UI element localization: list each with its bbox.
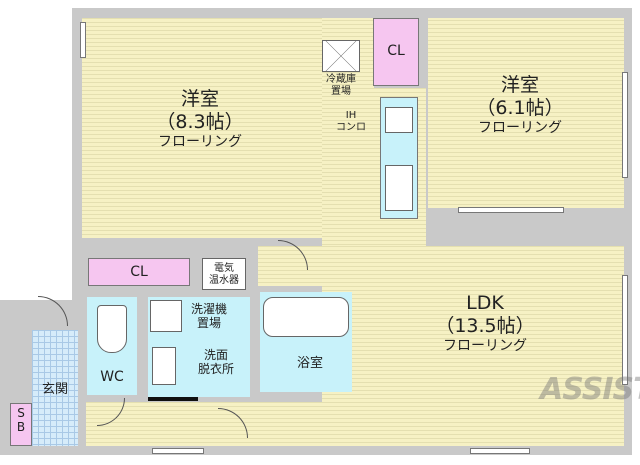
bath-label: 浴室 [296,356,323,371]
closet-left[interactable]: CL [88,258,190,286]
room-ldk [322,246,624,446]
room-size: （6.1帖） [476,96,564,119]
threshold [148,397,198,401]
assist-logo: ASSIST [540,372,640,407]
room-western-left [82,18,322,238]
ldk-label: LDK （13.5帖） フローリング [410,292,560,354]
washroom-label: 洗面 脱衣所 [197,348,234,377]
stove-label: IH コンロ [336,110,366,133]
entrance: 玄関 [32,330,78,446]
room-size: （8.3帖） [156,110,244,133]
hallway [86,402,326,446]
window [458,207,564,213]
sink-icon [385,165,413,211]
window [622,275,628,385]
room-name: LDK [466,292,504,314]
washer-label: 洗濯機 置場 [190,302,227,331]
window [80,22,86,58]
room-western-right [428,18,624,208]
room-floor: フローリング [478,119,562,136]
room-name: 洋室 [180,88,219,110]
ih-stove-icon [385,107,413,133]
fridge-space-icon [322,40,360,72]
shoe-box[interactable]: S B [10,403,32,446]
room-size: （13.5帖） [435,314,535,337]
closet-right[interactable]: CL [373,18,419,86]
window [470,448,530,454]
water-heater: 電気 温水器 [202,258,246,290]
room-name: 洋室 [500,74,539,96]
bathtub-icon [263,297,349,337]
toilet-icon [97,305,127,353]
room-floor: フローリング [443,337,527,354]
western-right-label: 洋室 （6.1帖） フローリング [450,74,590,136]
fridge-label: 冷蔵庫 置場 [326,74,356,97]
washer-space-icon [150,300,182,332]
western-left-label: 洋室 （8.3帖） フローリング [120,88,280,150]
room-floor: フローリング [158,133,242,150]
washbasin-icon [152,347,176,385]
window [152,448,204,454]
window [622,72,628,178]
